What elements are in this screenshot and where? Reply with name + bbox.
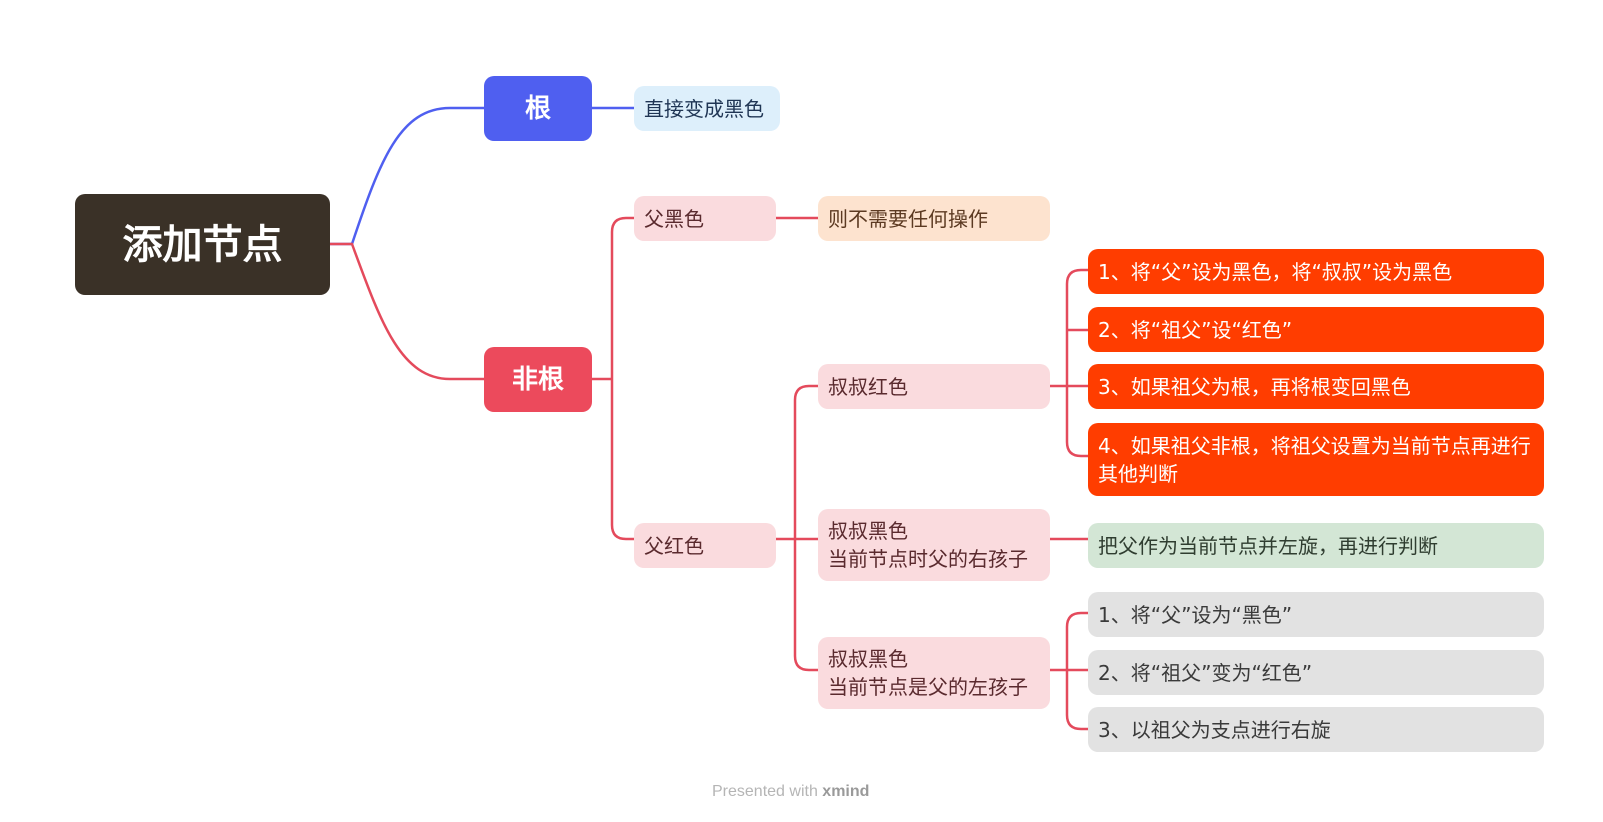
link-uncleblackleft-fork	[1050, 611, 1088, 731]
father-red-label: 父红色	[644, 533, 704, 558]
uncle-red-node[interactable]: 叔叔红色	[818, 364, 1050, 409]
root-node[interactable]: 添加节点	[75, 194, 330, 295]
uncle-red-step-2-label: 2、将“祖父”设“红色”	[1098, 317, 1293, 342]
branch-feigen-label: 非根	[511, 364, 564, 395]
uncle-black-right-child-label: 把父作为当前节点并左旋，再进行判断	[1098, 533, 1438, 558]
uncle-red-step-1[interactable]: 1、将“父”设为黑色，将“叔叔”设为黑色	[1088, 249, 1544, 294]
gen-child-node[interactable]: 直接变成黑色	[634, 86, 780, 131]
uncle-black-left-node[interactable]: 叔叔黑色 当前节点是父的左孩子	[818, 637, 1050, 709]
root-label: 添加节点	[122, 221, 283, 268]
uncle-black-right-label: 叔叔黑色 当前节点时父的右孩子	[828, 519, 1028, 571]
uncle-red-step-1-label: 1、将“父”设为黑色，将“叔叔”设为黑色	[1098, 259, 1453, 284]
uncle-black-left-step-2[interactable]: 2、将“祖父”变为“红色”	[1088, 650, 1544, 695]
uncle-black-right-node[interactable]: 叔叔黑色 当前节点时父的右孩子	[818, 509, 1050, 581]
father-red-node[interactable]: 父红色	[634, 523, 776, 568]
uncle-black-left-step-2-label: 2、将“祖父”变为“红色”	[1098, 660, 1313, 685]
link-root-feigen	[330, 242, 484, 381]
link-root-gen	[330, 106, 484, 246]
uncle-black-left-step-3[interactable]: 3、以祖父为支点进行右旋	[1088, 707, 1544, 752]
father-black-label: 父黑色	[644, 206, 704, 231]
father-black-node[interactable]: 父黑色	[634, 196, 776, 241]
uncle-black-left-step-3-label: 3、以祖父为支点进行右旋	[1098, 717, 1331, 742]
uncle-red-step-4[interactable]: 4、如果祖父非根，将祖父设置为当前节点再进行其他判断	[1088, 423, 1544, 496]
father-black-child-label: 则不需要任何操作	[828, 206, 988, 231]
branch-feigen[interactable]: 非根	[484, 347, 592, 412]
uncle-black-left-step-1-label: 1、将“父”设为“黑色”	[1098, 602, 1293, 627]
uncle-black-left-step-1[interactable]: 1、将“父”设为“黑色”	[1088, 592, 1544, 637]
link-fatherred-fork	[776, 384, 818, 672]
branch-gen[interactable]: 根	[484, 76, 592, 141]
gen-child-label: 直接变成黑色	[644, 96, 764, 121]
uncle-red-step-3-label: 3、如果祖父为根，再将根变回黑色	[1098, 374, 1411, 399]
link-feigen-fork	[592, 216, 634, 541]
footer-brand: xmind	[822, 783, 870, 800]
uncle-black-right-child-node[interactable]: 把父作为当前节点并左旋，再进行判断	[1088, 523, 1544, 568]
branch-gen-label: 根	[524, 93, 551, 124]
footer-watermark: Presented with xmind	[712, 783, 869, 801]
uncle-red-step-4-label: 4、如果祖父非根，将祖父设置为当前节点再进行其他判断	[1098, 433, 1531, 486]
father-black-child-node[interactable]: 则不需要任何操作	[818, 196, 1050, 241]
uncle-red-label: 叔叔红色	[828, 374, 908, 399]
link-unclered-fork	[1050, 268, 1088, 458]
uncle-red-step-2[interactable]: 2、将“祖父”设“红色”	[1088, 307, 1544, 352]
uncle-black-left-label: 叔叔黑色 当前节点是父的左孩子	[828, 647, 1028, 699]
uncle-red-step-3[interactable]: 3、如果祖父为根，再将根变回黑色	[1088, 364, 1544, 409]
footer-prefix: Presented with	[712, 783, 818, 800]
